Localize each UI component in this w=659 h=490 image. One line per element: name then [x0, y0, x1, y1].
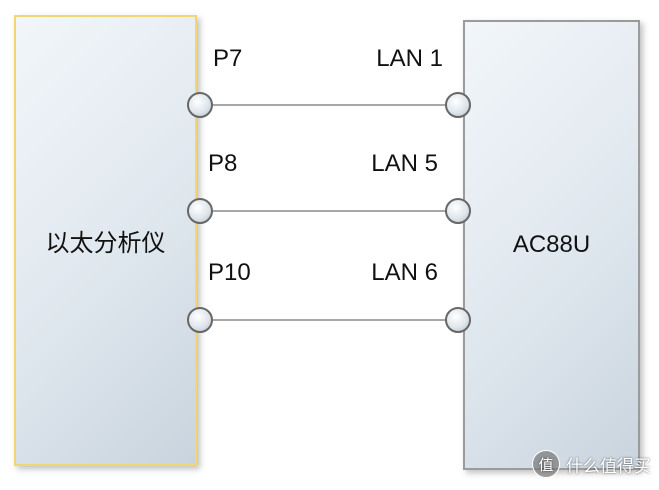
- router-port-3: [445, 307, 471, 333]
- analyzer-port-label-3: P10: [208, 259, 251, 286]
- analyzer-port-1: [187, 92, 213, 118]
- watermark-logo-icon: 值: [532, 450, 560, 478]
- router-port-2: [445, 198, 471, 224]
- router-label: AC88U: [512, 231, 591, 258]
- connection-wire-3: [205, 319, 453, 321]
- watermark: 值 什么值得买: [532, 450, 651, 478]
- router-port-label-3: LAN 6: [371, 259, 438, 286]
- watermark-text: 什么值得买: [566, 456, 651, 476]
- ethernet-analyzer-label: 以太分析仪: [45, 230, 166, 257]
- analyzer-port-label-2: P8: [208, 150, 238, 177]
- router-box: AC88U: [463, 20, 640, 470]
- router-port-label-1: LAN 1: [376, 45, 443, 72]
- router-port-label-2: LAN 5: [371, 150, 438, 177]
- ethernet-analyzer-box: 以太分析仪: [14, 15, 197, 466]
- connection-wire-2: [205, 210, 453, 212]
- analyzer-port-label-1: P7: [213, 45, 243, 72]
- analyzer-port-3: [187, 307, 213, 333]
- connection-wire-1: [205, 104, 453, 106]
- analyzer-port-2: [187, 198, 213, 224]
- router-port-1: [445, 92, 471, 118]
